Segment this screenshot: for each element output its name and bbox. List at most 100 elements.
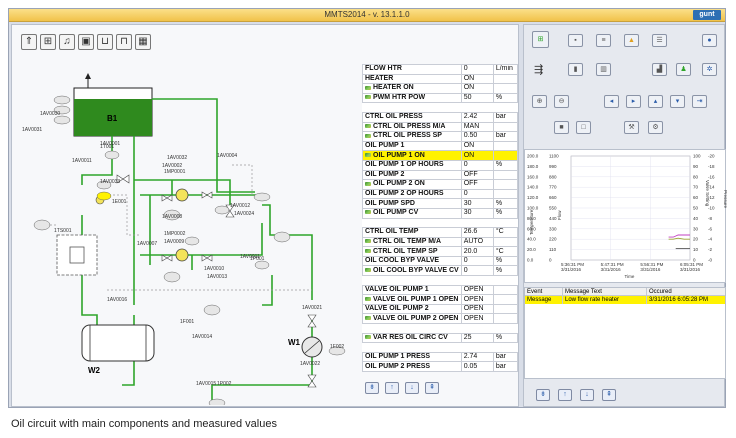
edit-pen-icon[interactable] (365, 335, 371, 340)
chart-bar-icon[interactable]: ▟ (652, 63, 667, 76)
param-value[interactable]: ON (460, 150, 494, 161)
valve-icon[interactable]: ⊓ (116, 34, 132, 50)
edit-pen-icon[interactable] (365, 85, 371, 90)
table-icon[interactable]: ▦ (135, 34, 151, 50)
info-icon[interactable]: ● (702, 34, 717, 47)
list-icon[interactable]: ☰ (652, 34, 667, 47)
valves[interactable] (116, 174, 317, 388)
pan-left-icon[interactable]: ◂ (604, 95, 619, 108)
fit-icon[interactable]: ⇥ (692, 95, 707, 108)
event-scroll-down-button[interactable]: ↓ (580, 389, 594, 401)
oil-pump-1[interactable] (175, 188, 189, 202)
edit-pen-icon[interactable] (365, 152, 371, 157)
heater-flow-sensor[interactable] (96, 191, 112, 201)
tool-icon[interactable]: ⚒ (624, 121, 639, 134)
heater-cooler-unit[interactable] (56, 234, 98, 276)
edit-pen-icon[interactable] (365, 95, 371, 100)
param-value[interactable]: MAN (460, 121, 494, 133)
stop-icon[interactable]: ■ (554, 121, 569, 134)
sensor-gauges[interactable] (33, 95, 346, 405)
pan-right-icon[interactable]: ▸ (626, 95, 641, 108)
edit-pen-icon[interactable] (365, 124, 371, 129)
pump-icon[interactable]: ♫ (59, 34, 75, 50)
edit-pen-icon[interactable] (365, 133, 371, 138)
edit-pen-icon[interactable] (365, 210, 371, 215)
param-value[interactable]: 0.50 (460, 131, 494, 142)
pipe-diagram-icon[interactable]: ⊞ (532, 31, 549, 48)
event-page-up-button[interactable]: ⇞ (602, 389, 616, 401)
edit-pen-icon[interactable] (365, 267, 371, 272)
oil-pump-2[interactable] (175, 248, 189, 262)
edit-pen-icon[interactable] (365, 181, 371, 186)
param-value[interactable]: ON (460, 83, 494, 94)
param-value[interactable]: 50 (460, 92, 494, 104)
edit-pen-icon[interactable] (365, 296, 371, 301)
warning-icon[interactable]: ▲ (624, 34, 639, 47)
record-icon[interactable]: □ (576, 121, 591, 134)
plug-button[interactable]: ▮ (568, 63, 583, 76)
edit-pen-icon[interactable] (365, 248, 371, 253)
event-page-down-button[interactable]: ⇟ (536, 389, 550, 401)
event-row[interactable]: Message Low flow rate heater 3/31/2016 6… (525, 296, 725, 304)
edit-pen-icon[interactable] (365, 239, 371, 244)
param-value[interactable]: OPEN (460, 313, 494, 325)
page-down-button[interactable]: ⇟ (365, 382, 379, 394)
pipe-diagram-icon[interactable]: ⊞ (40, 34, 56, 50)
edit-pen-icon[interactable] (365, 315, 371, 320)
param-value[interactable]: OFF (460, 179, 494, 190)
param-value[interactable]: AUTO (460, 236, 494, 248)
heater-icon[interactable]: ▣ (78, 34, 94, 50)
param-value[interactable]: 0 (460, 265, 494, 277)
param-value[interactable]: 30 (460, 207, 494, 219)
param-value[interactable]: 25 (460, 332, 494, 344)
tank-w2[interactable] (81, 324, 155, 362)
module-b-button[interactable]: ≡ (596, 34, 611, 47)
scroll-down-icon[interactable]: ▾ (670, 95, 685, 108)
param-value[interactable]: 20.0 (460, 246, 494, 257)
module-a-button[interactable]: ▪ (568, 34, 583, 47)
zoom-in-icon[interactable]: ⊕ (532, 95, 547, 108)
param-value[interactable]: OPEN (460, 294, 494, 305)
scroll-up-icon[interactable]: ▴ (648, 95, 663, 108)
settings-tool-icon[interactable]: ⚙ (648, 121, 663, 134)
grid-button[interactable]: ▥ (596, 63, 611, 76)
user-icon[interactable]: ♟ (676, 63, 691, 76)
cooler-icon[interactable]: ⊔ (97, 34, 113, 50)
up-arrow-icon[interactable]: ⇑ (21, 34, 37, 50)
valve-tag: 1AV0014 (192, 334, 212, 340)
application-window: MMTS2014 - v. 13.1.1.0 gunt ⇑⊞♫▣⊔⊓▦ B1 (8, 8, 728, 408)
scroll-up-button[interactable]: ↑ (385, 382, 399, 394)
page-up-button[interactable]: ⇞ (425, 382, 439, 394)
zoom-out-icon[interactable]: ⊖ (554, 95, 569, 108)
event-scroll-up-button[interactable]: ↑ (558, 389, 572, 401)
gear-icon[interactable]: ✲ (702, 63, 717, 76)
scroll-down-button[interactable]: ↓ (405, 382, 419, 394)
